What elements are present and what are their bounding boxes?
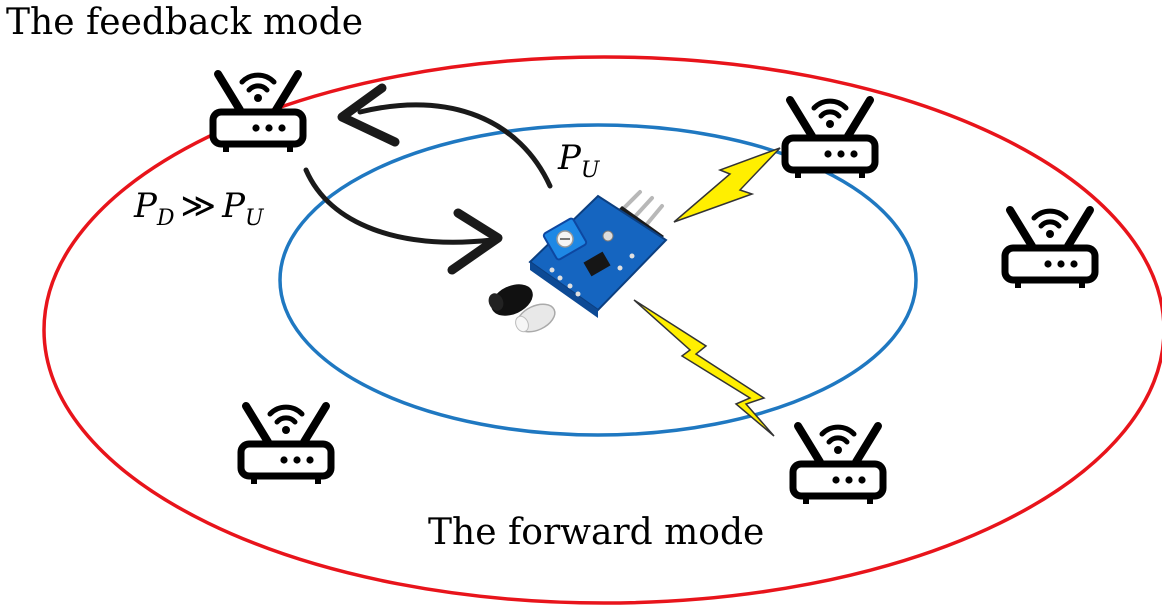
inner-coverage-ring xyxy=(278,123,918,437)
pd-symbol: P xyxy=(134,186,157,226)
lightning-bolt-icon xyxy=(633,299,775,437)
pu-subscript: U xyxy=(245,206,264,231)
router-forward-icon xyxy=(793,426,883,504)
pd-subscript: D xyxy=(156,206,175,231)
outer-coverage-ring xyxy=(42,55,1162,605)
ir-sensor-module-icon xyxy=(488,190,668,333)
lightning-bolt-icon xyxy=(673,147,781,223)
router-inner-right-icon xyxy=(785,100,875,178)
much-greater-operator: ≫ xyxy=(180,186,217,226)
uplink-power-symbol: P xyxy=(558,138,581,178)
uplink-power-label: PU xyxy=(558,138,599,183)
router-feedback-icon xyxy=(213,74,303,152)
router-outer-right-icon xyxy=(1005,210,1095,288)
uplink-arrow xyxy=(337,83,553,189)
power-relation-label: PD≫PU xyxy=(134,186,264,231)
feedback-mode-label: The feedback mode xyxy=(6,2,364,43)
forward-mode-label: The forward mode xyxy=(428,512,765,553)
downlink-arrow xyxy=(303,167,503,275)
uplink-power-subscript: U xyxy=(580,158,600,183)
router-outer-left-icon xyxy=(241,406,331,484)
pu-symbol: P xyxy=(222,186,246,226)
